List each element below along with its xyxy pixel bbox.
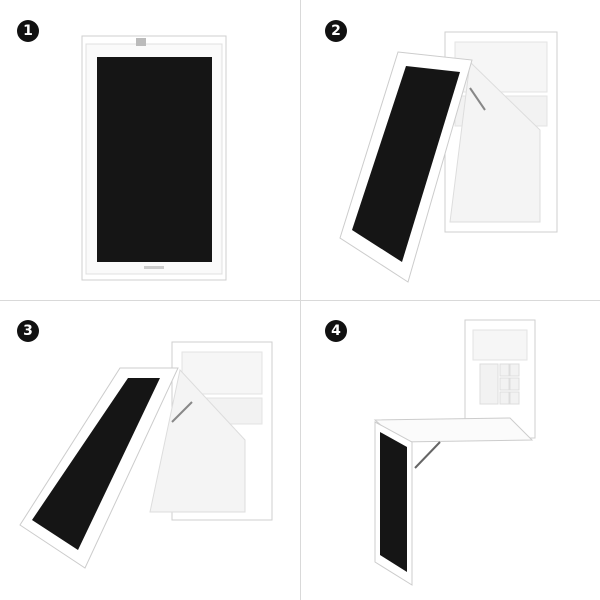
step-number-badge: 4 [325,320,347,342]
half-open-cabinet-image [19,341,273,569]
step-2-panel: 2 [300,0,600,300]
step-number-badge: 2 [325,20,347,42]
step-3-panel: 3 [0,300,300,600]
opening-cabinet-image [339,31,558,283]
open-desk-image [373,319,536,586]
step-1-panel: 1 [0,0,300,300]
closed-cabinet-image [81,35,227,281]
horizontal-divider [0,300,600,301]
step-number-badge: 3 [17,320,39,342]
step-4-panel: 4 [300,300,600,600]
step-number-badge: 1 [17,20,39,42]
